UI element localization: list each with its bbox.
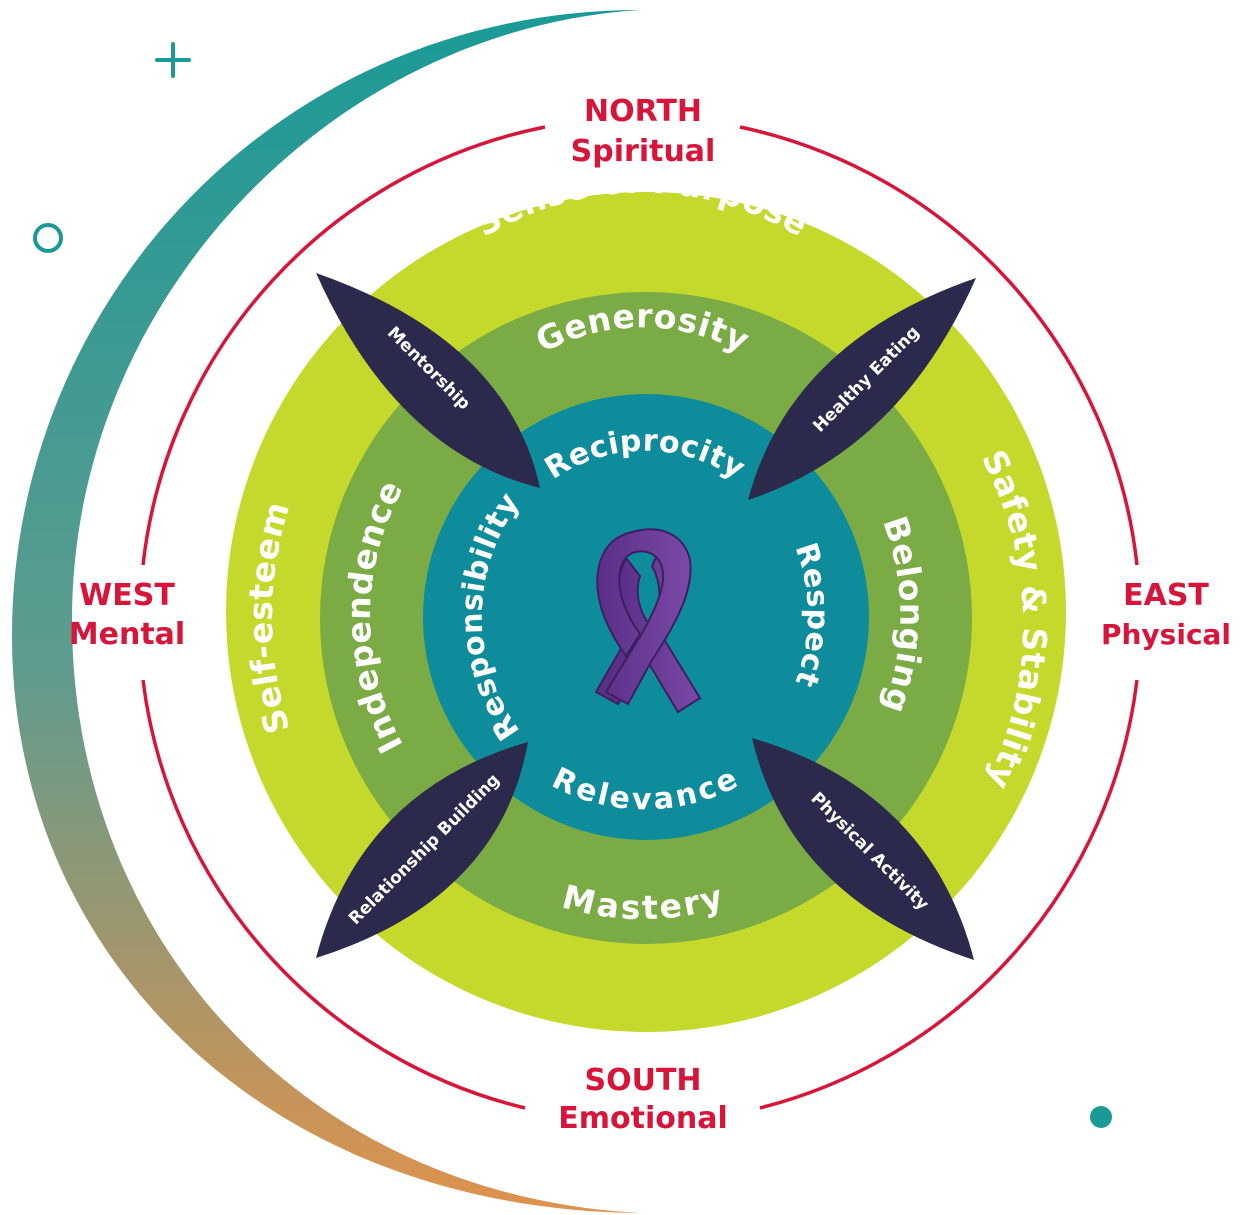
direction-west-aspect: Mental — [69, 617, 185, 652]
leaf-northeast — [748, 278, 976, 500]
direction-west: WEST Mental — [69, 578, 185, 652]
direction-north: NORTH Spiritual — [571, 94, 716, 169]
direction-north-heading: NORTH — [584, 94, 702, 129]
outer-red-circle — [141, 125, 1139, 1110]
dot-icon — [1090, 1106, 1112, 1128]
direction-south-heading: SOUTH — [584, 1063, 701, 1098]
leaf-northwest — [316, 273, 540, 488]
direction-east-heading: EAST — [1123, 578, 1209, 613]
awareness-ribbon-icon — [594, 528, 702, 714]
direction-south: SOUTH Emotional — [558, 1063, 727, 1136]
leaf-southwest — [316, 742, 528, 958]
circle-outline-icon — [33, 223, 63, 253]
direction-west-heading: WEST — [79, 578, 175, 613]
core-circle — [423, 394, 869, 840]
plus-icon — [155, 42, 191, 78]
direction-south-aspect: Emotional — [558, 1101, 727, 1136]
direction-east-aspect: Physical — [1101, 618, 1231, 651]
direction-east: EAST Physical — [1101, 578, 1231, 651]
leaf-southeast — [752, 738, 974, 960]
direction-north-aspect: Spiritual — [571, 134, 716, 169]
